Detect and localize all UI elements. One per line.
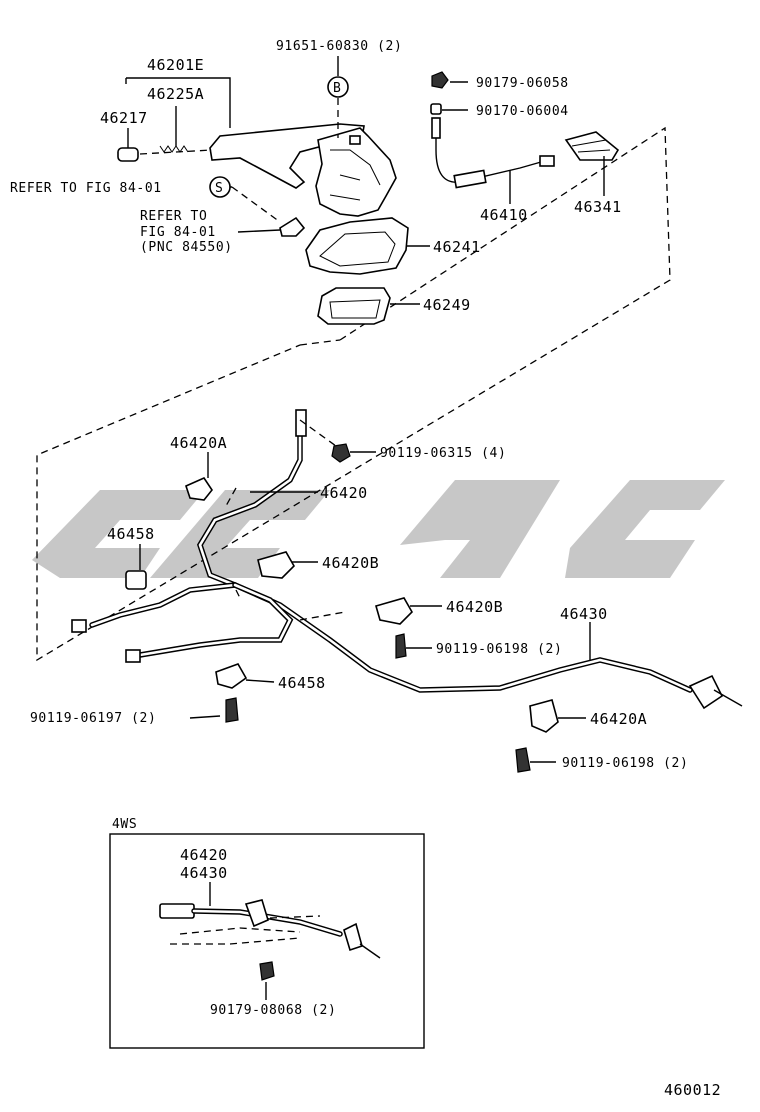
label-91651-60830: 91651-60830 (2) bbox=[276, 39, 402, 54]
label-46430: 46430 bbox=[560, 605, 608, 623]
label-90119-06197: 90119-06197 (2) bbox=[30, 711, 156, 726]
label-refer-fig-s: REFER TO FIG 84-01 bbox=[10, 181, 162, 196]
rear-brake-cables bbox=[71, 409, 743, 710]
label-46201E: 46201E bbox=[147, 56, 204, 74]
inset-title: 4WS bbox=[112, 817, 137, 832]
cable-clamps bbox=[125, 443, 559, 773]
lever-bracket bbox=[279, 216, 409, 325]
fasteners-top-right bbox=[430, 71, 620, 189]
label-90170-06004: 90170-06004 bbox=[476, 104, 569, 119]
label-refer-to: REFER TO bbox=[140, 209, 207, 224]
part-labels: 46201E 46225A 46217 91651-60830 (2) 9017… bbox=[10, 39, 688, 771]
label-90119-06315: 90119-06315 (4) bbox=[380, 446, 506, 461]
label-90119-06198-a: 90119-06198 (2) bbox=[436, 642, 562, 657]
callout-s-label: S bbox=[215, 181, 223, 196]
label-46341: 46341 bbox=[574, 198, 622, 216]
label-46420A-bottom: 46420A bbox=[590, 710, 647, 728]
label-46420: 46420 bbox=[320, 484, 368, 502]
callout-s: S bbox=[209, 176, 231, 198]
watermark-logo bbox=[32, 480, 725, 578]
diagram-id: 460012 bbox=[664, 1081, 721, 1099]
label-46458-bottom: 46458 bbox=[278, 674, 326, 692]
callout-b: B bbox=[327, 76, 349, 98]
inset-label-46420: 46420 bbox=[180, 846, 228, 864]
leader-lines bbox=[125, 56, 605, 763]
dashed-group-outline bbox=[36, 126, 671, 662]
label-46241: 46241 bbox=[433, 238, 481, 256]
label-46249: 46249 bbox=[423, 296, 471, 314]
label-pnc-84550: (PNC 84550) bbox=[140, 240, 233, 255]
label-46420A-top: 46420A bbox=[170, 434, 227, 452]
label-90119-06198-b: 90119-06198 (2) bbox=[562, 756, 688, 771]
inset-label-90179-08068: 90179-08068 (2) bbox=[210, 1003, 336, 1018]
callout-b-label: B bbox=[333, 81, 341, 96]
label-46420B-2: 46420B bbox=[446, 598, 503, 616]
label-46217: 46217 bbox=[100, 109, 148, 127]
label-46225A: 46225A bbox=[147, 85, 204, 103]
label-46410: 46410 bbox=[480, 206, 528, 224]
label-46458-top: 46458 bbox=[107, 525, 155, 543]
inset-frame bbox=[109, 833, 425, 1049]
parking-brake-lever bbox=[117, 123, 397, 217]
inset-label-46430: 46430 bbox=[180, 864, 228, 882]
label-46420B-1: 46420B bbox=[322, 554, 379, 572]
label-90179-06058: 90179-06058 bbox=[476, 76, 569, 91]
inset-4ws: 4WS 46420 46430 90179-08068 (2) bbox=[109, 817, 425, 1049]
label-fig-84-01: FIG 84-01 bbox=[140, 225, 216, 240]
